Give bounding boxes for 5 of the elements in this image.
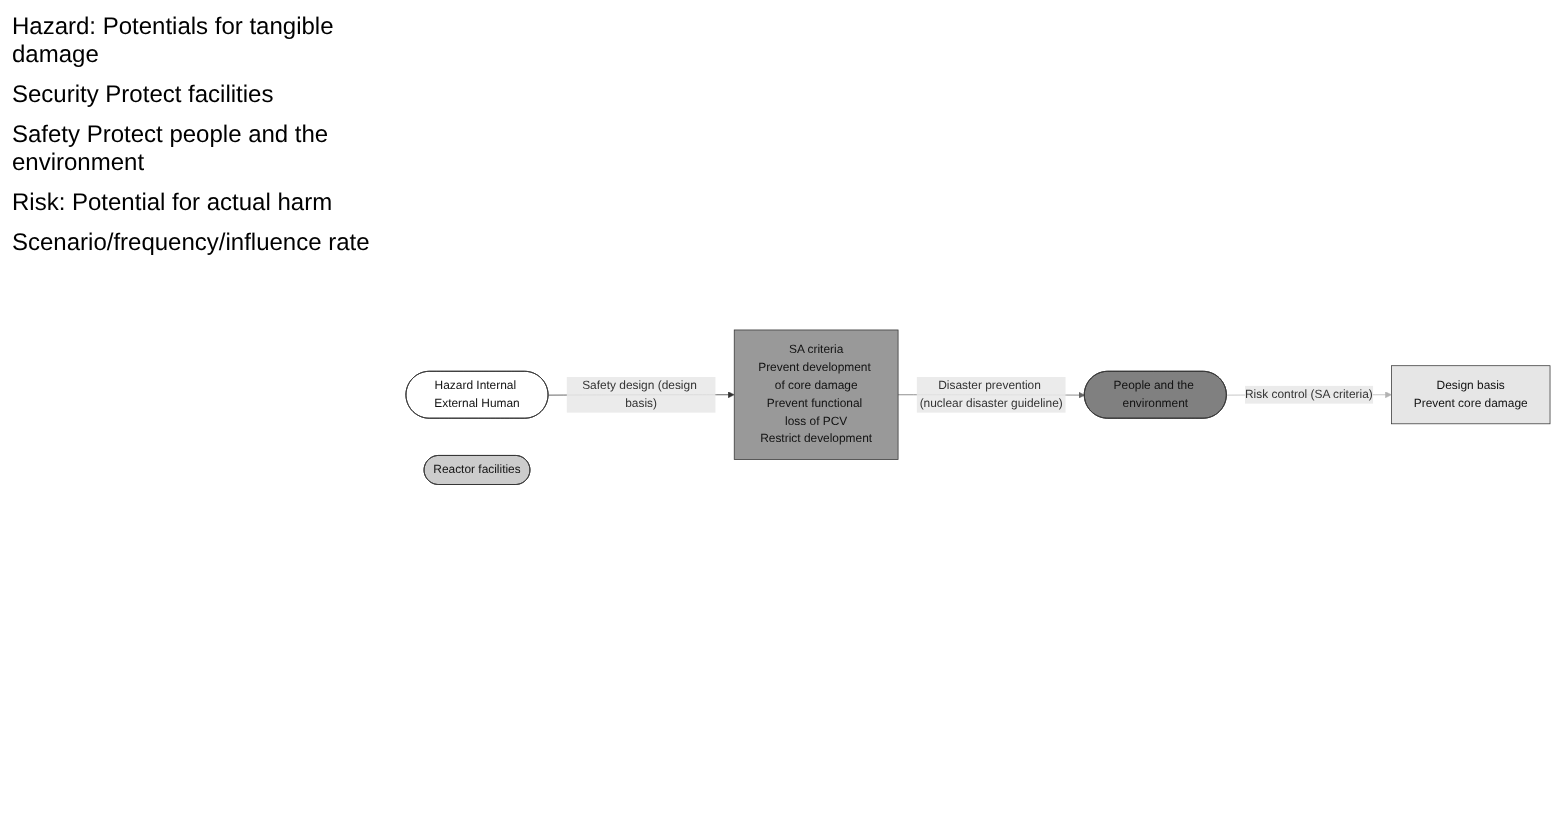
note-text: Scenario/frequency/influence rate: [12, 228, 372, 256]
note-text: Hazard: Potentials for tangible damage: [12, 12, 336, 68]
note-text: Security Protect facilities: [12, 80, 276, 108]
note-text: Safety Protect people and the environment: [12, 120, 331, 176]
note-text: Risk: Potential for actual harm: [12, 188, 335, 216]
